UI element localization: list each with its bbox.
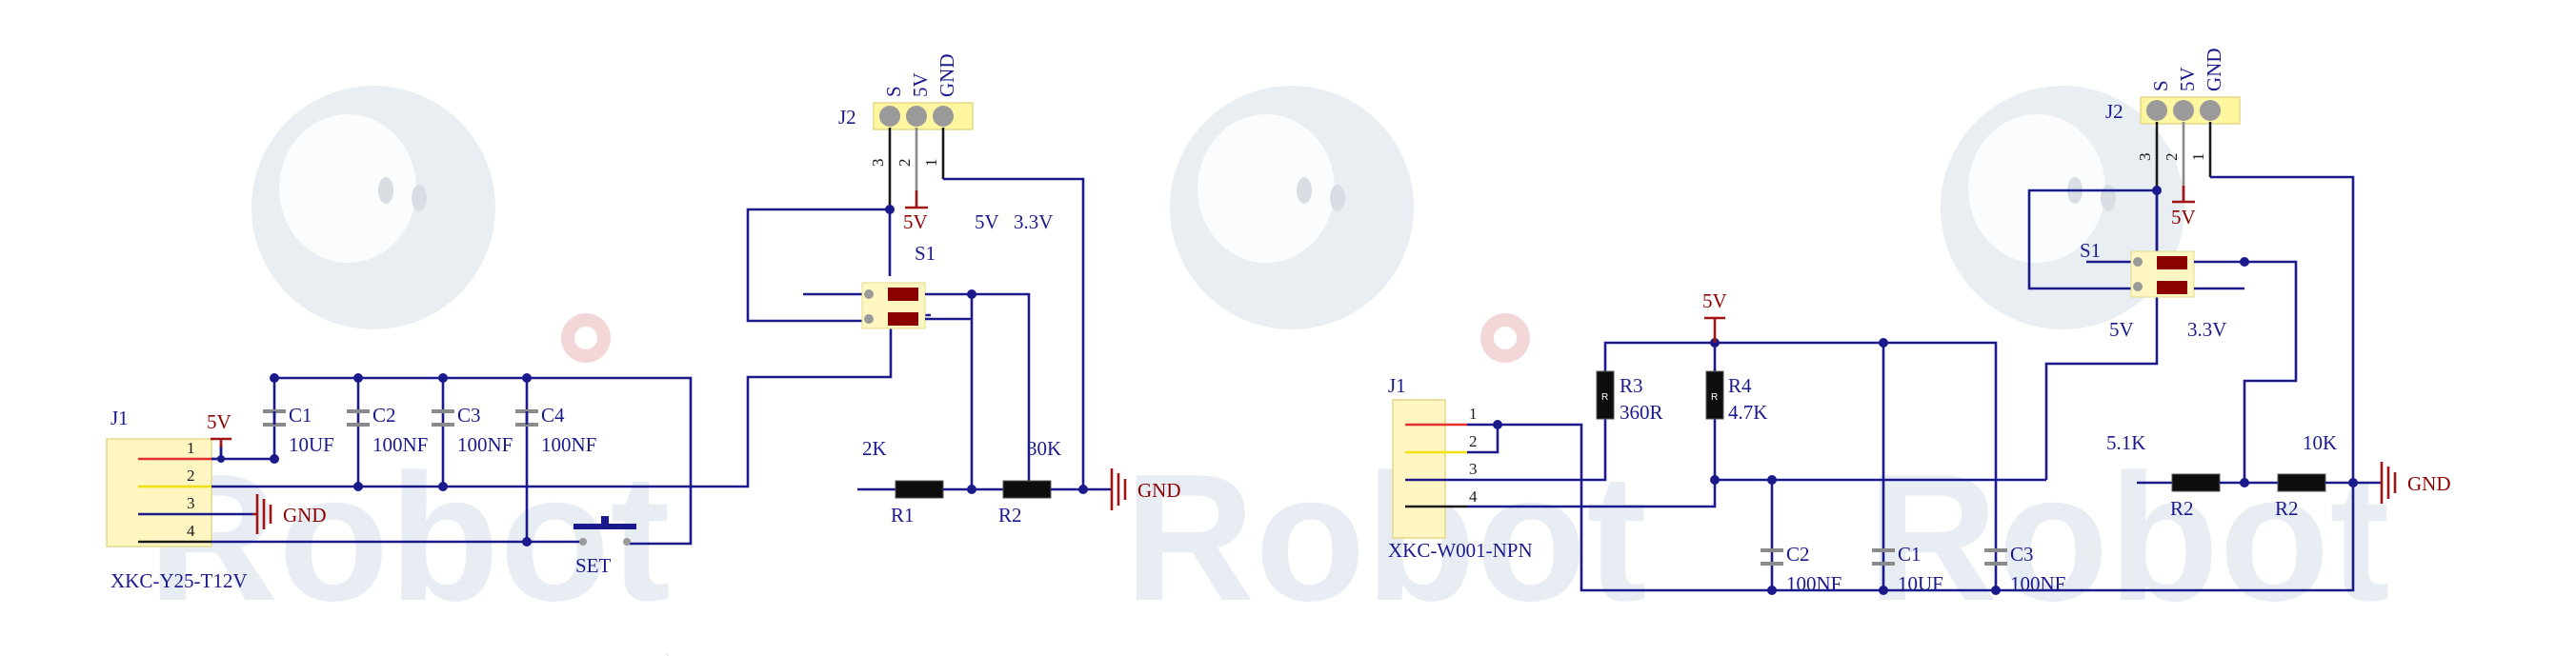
left-j1-ref: J1 — [111, 407, 129, 429]
right-s1-switch: S1 5V 3.3V — [2027, 186, 2298, 483]
right-j2-label: 5V — [2176, 67, 2199, 91]
left-s1-pos-b: 3.3V — [1014, 210, 1053, 233]
watermark-text-right: Robot — [1867, 437, 2390, 639]
left-j2-label: 5V — [909, 72, 932, 97]
right-cap-value: 10UF — [1898, 572, 1943, 595]
left-j2-ref: J2 — [838, 106, 856, 129]
right-cap-ref: C1 — [1898, 543, 1922, 566]
right-gnd-label: GND — [2407, 472, 2451, 495]
left-s1-switch: S1 5V 3.3V — [746, 205, 1053, 489]
watermark-text-left: Robot — [148, 437, 671, 639]
left-r2-ref: R2 — [998, 504, 1022, 527]
watermark-logo-middle — [1170, 86, 1530, 363]
left-j1-pin: 2 — [187, 467, 195, 485]
right-r4-ref: R4 — [1728, 374, 1752, 397]
left-cap-value: 10UF — [289, 433, 334, 456]
left-capacitor: C3 100NF — [432, 404, 513, 456]
right-s1-pos-a: 5V — [2109, 318, 2134, 341]
left-capacitor: C2 100NF — [347, 404, 428, 456]
right-top-resistors: R R R3 360R R4 4.7K — [1596, 370, 1767, 424]
right-5v-label: 5V — [1702, 289, 1727, 312]
left-capacitor: C1 10UF — [263, 404, 334, 456]
left-j2-label: S — [882, 86, 905, 97]
left-junctions — [217, 373, 532, 547]
watermark-logo-left — [252, 86, 611, 363]
right-capacitor: C1 10UF — [1872, 543, 1943, 595]
right-r2a-ref: R2 — [2170, 497, 2194, 520]
left-s1-pos-a: 5V — [975, 210, 999, 233]
left-cap-ref: C3 — [457, 404, 481, 427]
left-5v-supply: 5V — [207, 410, 231, 447]
left-cap-value: 100NF — [372, 433, 428, 456]
left-r1-value: 2K — [862, 437, 887, 460]
left-gnd2-label: GND — [1137, 479, 1181, 502]
right-j2-label: S — [2149, 80, 2172, 91]
right-cap-ref: C3 — [2010, 543, 2034, 566]
left-cap-value: 100NF — [457, 433, 513, 456]
right-j1-connector: J1 1 2 3 4 XKC-W001-NPN — [1388, 374, 1533, 562]
right-j1-pin: 1 — [1469, 405, 1478, 423]
right-r3-value: 360R — [1620, 401, 1663, 424]
right-j1-ref: J1 — [1388, 374, 1406, 397]
right-s1-pos-b: 3.3V — [2187, 318, 2226, 341]
left-s1-ref: S1 — [915, 242, 936, 265]
left-r1-ref: R1 — [891, 504, 915, 527]
left-5v-label: 5V — [207, 410, 231, 433]
right-circuit: J1 1 2 3 4 XKC-W001-NPN — [1388, 49, 2451, 595]
right-j1-pin: 2 — [1469, 432, 1478, 450]
right-s1-ref: S1 — [2080, 239, 2101, 262]
left-cap-value: 100NF — [541, 433, 596, 456]
right-r3-glyph: R — [1601, 392, 1608, 403]
left-j2-header: J2 S 5V GND 3 2 1 5V — [838, 54, 974, 233]
right-j2-5v: 5V — [2171, 206, 2196, 229]
right-j1-pin: 3 — [1469, 460, 1478, 478]
left-gnd-symbol: GND — [252, 494, 327, 534]
right-capacitor: C2 100NF — [1761, 543, 1841, 595]
left-capacitor: C4 100NF — [515, 404, 596, 456]
right-j1-part: XKC-W001-NPN — [1388, 539, 1533, 562]
left-j2-pin: 3 — [869, 159, 887, 168]
left-set-button: SET — [574, 516, 636, 577]
watermark-text-middle: Robot — [1124, 437, 1647, 639]
right-cap-value: 100NF — [1786, 572, 1841, 595]
right-r4-value: 4.7K — [1728, 401, 1767, 424]
left-divider: 2K R1 30K R2 GND — [857, 177, 1181, 527]
watermark: Robot Robot Robot — [148, 86, 2390, 656]
right-capacitor: C3 100NF — [1984, 543, 2065, 595]
left-j2-pin: 1 — [922, 159, 940, 168]
right-j2-header: J2 S 5V GND 3 2 1 5V — [2105, 49, 2241, 229]
left-circuit: J1 1 2 3 4 XKC-Y25-T12V 5V — [106, 54, 1181, 592]
left-j1-part: XKC-Y25-T12V — [111, 569, 247, 592]
right-j1-pin: 4 — [1469, 487, 1478, 506]
left-set-label: SET — [575, 554, 612, 577]
right-j2-pin: 3 — [2136, 153, 2154, 162]
right-r2a-value: 5.1K — [2106, 431, 2145, 454]
right-r2b-value: 10K — [2303, 431, 2337, 454]
left-j1-pin: 4 — [187, 522, 195, 540]
left-j1-connector: J1 1 2 3 4 XKC-Y25-T12V — [106, 407, 247, 592]
left-j1-pin: 3 — [187, 494, 195, 512]
right-j2-ref: J2 — [2105, 100, 2123, 123]
right-cap-ref: C2 — [1786, 543, 1810, 566]
left-cap-ref: C4 — [541, 404, 565, 427]
left-cap-ref: C2 — [372, 404, 396, 427]
left-j2-label: GND — [936, 54, 958, 98]
left-cap-ref: C1 — [289, 404, 312, 427]
left-gnd-label: GND — [283, 504, 327, 527]
right-wires — [1467, 190, 2355, 595]
left-j2-pin: 2 — [896, 159, 914, 168]
left-j1-pin: 1 — [187, 439, 195, 457]
right-divider: 5.1K R2 10K R2 GND — [2106, 175, 2451, 520]
right-j2-pin: 2 — [2163, 153, 2181, 162]
right-r2b-ref: R2 — [2275, 497, 2299, 520]
right-r3-ref: R3 — [1620, 374, 1643, 397]
right-r4-glyph: R — [1711, 392, 1718, 403]
left-j2-5v: 5V — [903, 210, 928, 233]
right-j2-label: GND — [2203, 49, 2225, 92]
right-j2-pin: 1 — [2189, 153, 2207, 162]
left-r2-value: 30K — [1027, 437, 1061, 460]
right-cap-value: 100NF — [2010, 572, 2065, 595]
right-5v-supply: 5V — [1702, 289, 1727, 343]
